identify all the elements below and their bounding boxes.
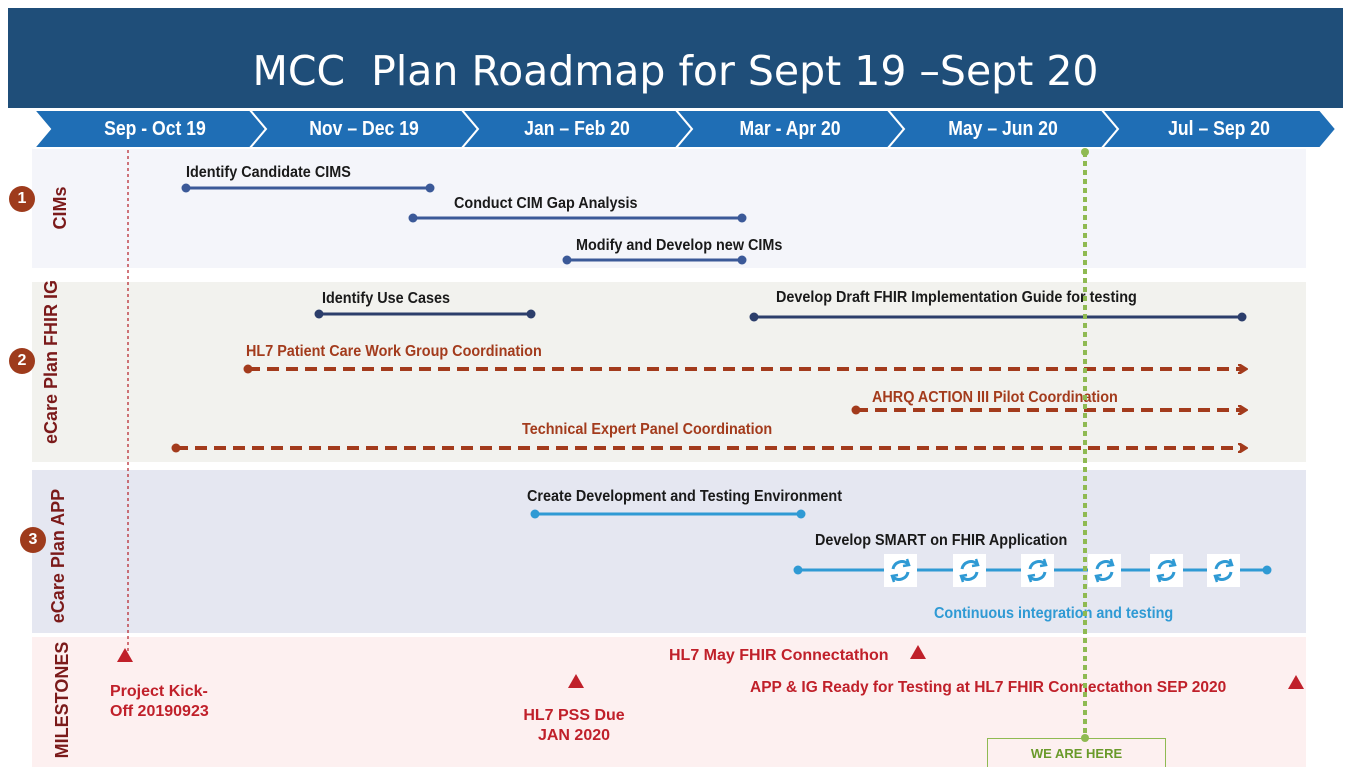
task-bar-end [737,213,747,223]
task-bar-end [425,183,435,193]
task-bar-start [749,312,759,322]
sync-icon [953,554,986,587]
triangle-marker-icon [117,648,133,662]
lane-app [32,470,1306,633]
title-bar [8,8,1343,108]
cim-task-bars [181,183,747,265]
period-label: Sep - Oct 19 [104,118,206,140]
task-bar-start [562,255,572,265]
lane-fhir-ig [32,282,1306,462]
task-label: Develop SMART on FHIR Application [815,532,1068,549]
sync-icon [1088,554,1121,587]
lane-label-fhir-ig: eCare Plan FHIR IG [41,279,61,445]
lane-number-badge: 2 [9,348,35,374]
task-bar-start [793,565,803,575]
period-label: Mar - Apr 20 [739,118,841,140]
task-label: Identify Use Cases [322,290,451,307]
lane-label-app: eCare Plan APP [48,488,68,624]
period-chevron [1099,109,1338,149]
task-bar-start [530,509,540,519]
coordination-start [243,364,253,374]
task-label: Develop Draft FHIR Implementation Guide … [776,289,1137,306]
milestone-label: HL7 PSS Due JAN 2020 [523,707,625,744]
milestone-label: APP & IG Ready for Testing at HL7 FHIR C… [750,679,1227,696]
page-title: MCC Plan Roadmap for Sept 19 –Sept 20 [252,47,1099,95]
task-bar-end [1262,565,1272,575]
lane-label-milestones: MILESTONES [52,641,72,759]
task-label: Create Development and Testing Environme… [527,488,842,505]
milestone-label: Project Kick-Off 20190923 [110,683,209,720]
triangle-marker-icon [910,645,926,659]
task-bar-end [526,309,536,319]
task-label: Modify and Develop new CIMs [576,237,783,254]
sync-icon [1207,554,1240,587]
lane-milestones [32,637,1306,767]
milestone-markers [117,645,1304,689]
task-bar-end [737,255,747,265]
sync-icon [1150,554,1183,587]
task-label: Identify Candidate CIMS [186,164,351,181]
task-label: AHRQ ACTION III Pilot Coordination [872,389,1118,406]
sync-icon [1021,554,1054,587]
task-bar-start [181,183,191,193]
lane-number-badge: 3 [20,527,46,553]
task-bar-start [314,309,324,319]
period-label: Jan – Feb 20 [524,118,630,140]
we-are-here-label: WE ARE HERE [987,738,1166,767]
period-label: Nov – Dec 19 [309,118,419,140]
period-label: May – Jun 20 [948,118,1058,140]
task-bar-start [408,213,418,223]
task-label: HL7 Patient Care Work Group Coordination [246,343,542,360]
sync-icon [884,554,917,587]
coordination-start [851,405,861,415]
triangle-marker-icon [568,674,584,688]
task-bar-end [796,509,806,519]
task-label: Technical Expert Panel Coordination [522,421,773,438]
triangle-marker-icon [1288,675,1304,689]
task-label: Conduct CIM Gap Analysis [454,195,638,212]
ig-task-bars [171,309,1247,453]
period-label: Jul – Sep 20 [1168,118,1270,140]
timeline-band [31,109,1338,149]
coordination-start [171,443,181,453]
milestone-label: HL7 May FHIR Connectathon [669,647,889,664]
lane-number-badge: 1 [9,186,35,212]
task-label: Continuous integration and testing [934,605,1174,622]
task-bar-end [1237,312,1247,322]
lane-label-cims: CIMs [50,186,70,230]
lane-cims [32,148,1306,268]
